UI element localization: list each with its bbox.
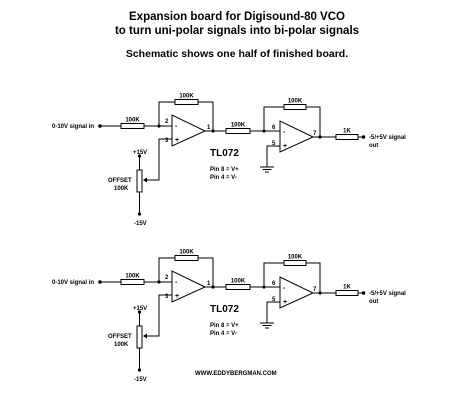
opamp-1-plus: + [175,137,179,144]
junction-dot [318,291,322,295]
wire [266,301,280,323]
pin4-label: Pin 4 = V- [210,331,237,337]
output-resistor [335,134,359,140]
chip-label: TL072 [210,148,239,159]
minus-rail-label: -15V [134,221,147,227]
feedback-resistor-1-value: 100K [179,94,194,100]
opamp-1-minus: - [175,279,178,286]
input-terminal [98,280,102,284]
opamp-2-pin-out: 7 [313,287,317,293]
feedback-resistor-1 [174,255,199,261]
offset-pot [136,325,143,349]
input-resistor [120,123,145,129]
junction-dot [211,129,215,133]
opamp-1 [171,270,207,303]
plus-rail-terminal [137,154,142,158]
wire [266,145,280,167]
offset-pot [136,169,143,193]
opamp-2-pin-out: 7 [313,131,317,137]
opamp-1-pin-out: 1 [207,125,211,131]
wire [158,101,175,126]
opamp-2-pin-noninv: 5 [272,297,276,303]
wire [198,101,214,131]
input-resistor-value: 100K [125,118,140,124]
middle-resistor [225,128,251,134]
output-label-out: out [369,299,378,305]
output-label: -5/+5V signal [369,135,406,141]
input-terminal [98,124,102,128]
wire [147,138,172,181]
opamp-2-plus: + [283,143,287,150]
title-line-1: Expansion board for Digisound-80 VCO [129,11,345,23]
opamp-2-minus: - [283,285,286,292]
wire [147,294,172,337]
junction-dot [211,285,215,289]
opamp-2-plus: + [283,299,287,306]
offset-value: 100K [114,342,129,348]
opamp-1-pin-noninv: 3 [165,294,169,300]
wire [263,262,284,287]
wire [306,106,321,137]
input-label: 0-10V signal in [52,124,94,130]
feedback-resistor-2-value: 100K [288,99,303,105]
input-resistor [120,279,145,285]
pin8-label: Pin 8 = V+ [210,167,239,173]
output-label: -5/+5V signal [369,291,406,297]
offset-value: 100K [114,186,129,192]
wire [198,257,214,287]
output-terminal [361,135,366,139]
pot-wiper-arrow [143,177,147,183]
minus-rail-terminal [137,368,142,372]
output-terminal [361,291,366,295]
input-label: 0-10V signal in [52,280,94,286]
wire [263,106,284,131]
input-resistor-value: 100K [125,274,140,280]
opamp-1-minus: - [175,123,178,130]
middle-resistor [225,284,251,290]
opamp-2-pin-inv: 6 [272,125,276,131]
output-resistor-value: 1K [343,129,351,135]
subtitle: Schematic shows one half of finished boa… [125,48,349,60]
junction-dot [318,135,322,139]
pot-wiper-arrow [143,333,147,339]
wire [306,262,321,293]
circuit-bottom: 0-10V signal in 100K 100K - +2 3 1 +15V -15V OFFS… [52,250,406,384]
feedback-resistor-2-value: 100K [288,255,303,261]
feedback-resistor-2 [283,104,307,110]
middle-resistor-value: 100K [231,123,246,129]
opamp-1-pin-out: 1 [207,281,211,287]
opamp-2-pin-noninv: 5 [272,141,276,147]
opamp-1-plus: + [175,293,179,300]
opamp-1-pin-noninv: 3 [165,138,169,144]
opamp-1-pin-inv: 2 [165,275,169,281]
offset-label: OFFSET [108,178,132,184]
output-label-out: out [369,143,378,149]
output-resistor-value: 1K [343,285,351,291]
offset-label: OFFSET [108,334,132,340]
opamp-2 [279,120,315,153]
feedback-resistor-2 [283,260,307,266]
opamp-2-minus: - [283,129,286,136]
opamp-2-pin-inv: 6 [272,281,276,287]
chip-label: TL072 [210,304,239,315]
pin4-label: Pin 4 = V- [210,175,237,181]
plus-rail-terminal [137,310,142,314]
plus-rail-label: +15V [133,150,147,156]
pin8-label: Pin 8 = V+ [210,323,239,329]
plus-rail-label: +15V [133,306,147,312]
minus-rail-terminal [137,212,142,216]
website-footer: WWW.EDDYBERGMAN.COM [195,371,277,377]
wire [158,257,175,282]
circuit-top: 0-10V signal in 100K 100K - +2 3 1 +15V -15V OFFS… [52,94,406,228]
opamp-2 [279,276,315,309]
minus-rail-label: -15V [134,377,147,383]
output-resistor [335,290,359,296]
middle-resistor-value: 100K [231,279,246,285]
feedback-resistor-1-value: 100K [179,250,194,256]
title-line-2: to turn uni-polar signals into bi-polar … [114,25,360,37]
feedback-resistor-1 [174,99,199,105]
opamp-1-pin-inv: 2 [165,119,169,125]
opamp-1 [171,114,207,147]
